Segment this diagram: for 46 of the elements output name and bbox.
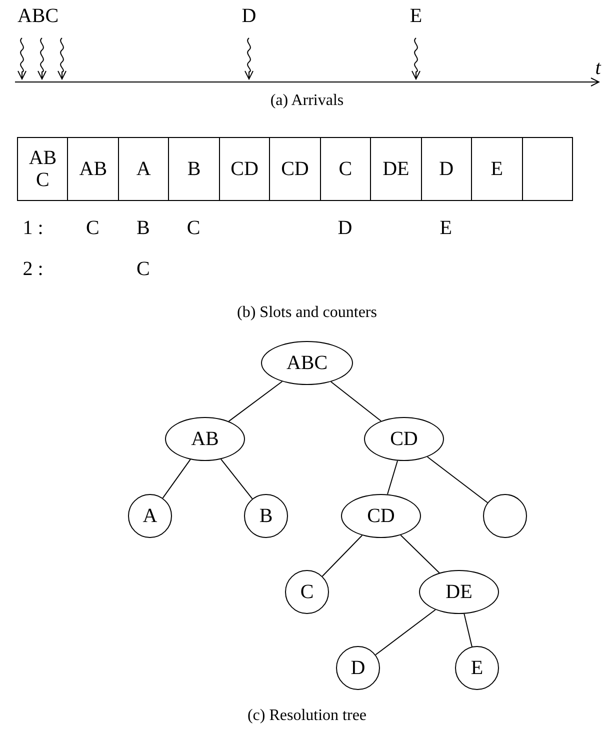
tree-node: B <box>244 494 288 538</box>
counter-value: B <box>136 217 150 239</box>
slot-cell: CD <box>269 137 321 201</box>
tree-node: A <box>128 494 172 538</box>
arrival-label: ABC <box>17 5 59 27</box>
counter-label: 2 : <box>22 258 44 280</box>
counter-value: D <box>338 217 352 239</box>
subcaption: (b) Slots and counters <box>237 304 377 322</box>
slot-cell: C <box>320 137 372 201</box>
tree-edge <box>386 460 398 495</box>
tree-node: ABC <box>261 341 353 385</box>
subcaption: (a) Arrivals <box>270 92 344 110</box>
tree-edge <box>330 381 382 422</box>
tree-node: C <box>285 570 329 614</box>
slot-cell: E <box>471 137 523 201</box>
tree-edge <box>464 613 472 648</box>
tree-edge <box>400 534 440 574</box>
slot-cell: CD <box>218 137 270 201</box>
subcaption: (c) Resolution tree <box>247 707 367 725</box>
empty-tree-node <box>483 494 527 538</box>
arrival-label: E <box>410 5 422 27</box>
tree-edge <box>220 458 253 500</box>
tree-edge <box>426 456 488 504</box>
counter-value: C <box>136 258 150 280</box>
tree-node: E <box>455 646 499 690</box>
tree-node: DE <box>419 570 499 614</box>
slot-cell: DE <box>370 137 422 201</box>
slot-cell: D <box>420 137 472 201</box>
tree-node: CD <box>364 417 444 461</box>
tree-edge <box>322 534 363 577</box>
tree-edge <box>375 609 436 656</box>
slot-cell: B <box>168 137 220 201</box>
tree-node: AB <box>165 417 245 461</box>
slot-cell: AB <box>67 137 119 201</box>
tree-node: D <box>336 646 380 690</box>
tree-edge <box>228 381 283 422</box>
counter-label: 1 : <box>22 217 44 239</box>
arrival-label: D <box>242 5 256 27</box>
slot-cell: A <box>118 137 170 201</box>
counter-value: C <box>186 217 200 239</box>
slot-cell: AB C <box>17 137 68 201</box>
counter-value: C <box>86 217 100 239</box>
tree-edge <box>162 458 191 499</box>
counter-value: E <box>440 217 452 239</box>
axis-label: t <box>595 57 601 79</box>
tree-node: CD <box>341 494 421 538</box>
